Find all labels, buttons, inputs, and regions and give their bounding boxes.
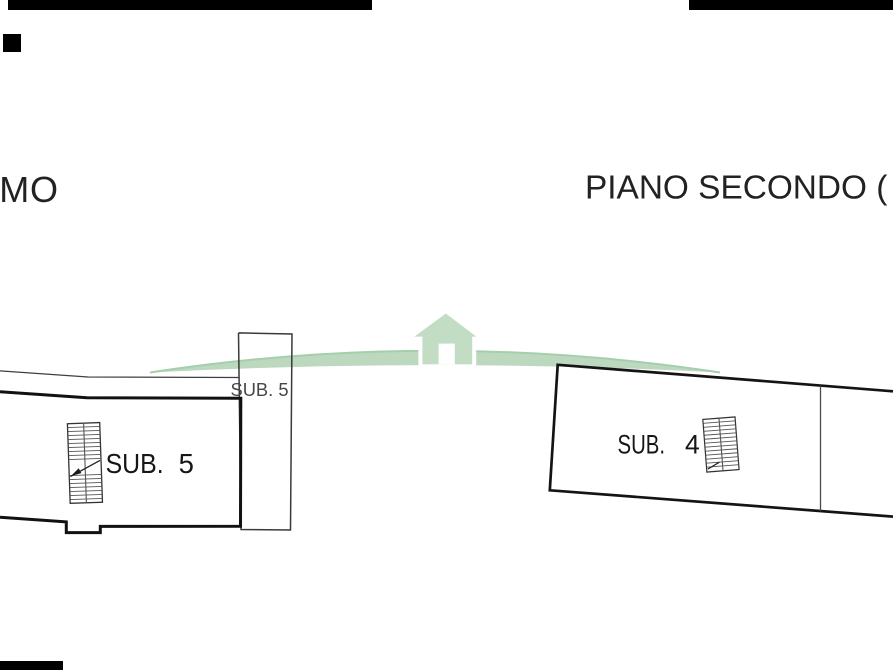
svg-text:SUB. 5: SUB. 5 [231,379,289,400]
svg-text:SUB.: SUB. [106,448,164,479]
svg-text:4: 4 [685,430,700,460]
svg-text:SUB.: SUB. [618,430,666,460]
svg-text:PIANO SECONDO (: PIANO SECONDO ( [585,170,887,207]
svg-text:5: 5 [179,448,194,479]
svg-text:PIANO PRIMO: PIANO PRIMO [0,169,59,210]
